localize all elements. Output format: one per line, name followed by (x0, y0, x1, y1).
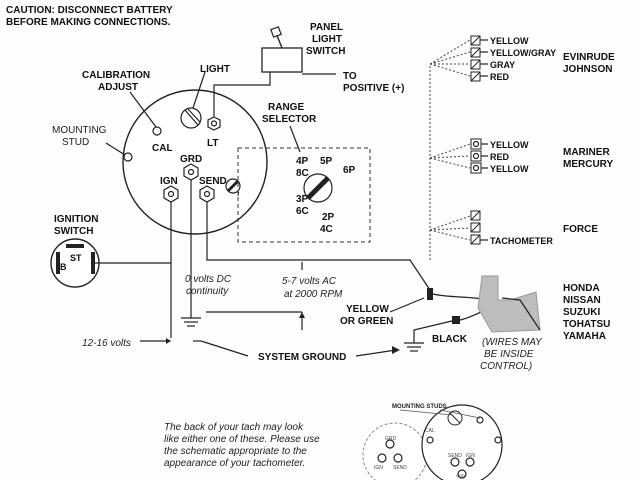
black-connector-icon (452, 316, 460, 324)
yellow-green-connector-icon (427, 288, 433, 300)
ignition-switch-label-2: SWITCH (54, 226, 93, 237)
ignition-st-label: ST (70, 253, 82, 263)
ign-label: IGN (160, 176, 178, 187)
wire-label-yellow-1: YELLOW (490, 36, 529, 46)
black-label: BLACK (432, 334, 468, 345)
calibration-screw-icon (152, 126, 162, 136)
wire-label-yellow-3: YELLOW (490, 164, 529, 174)
lt-label: LT (207, 138, 218, 149)
panel-switch-label-2: LIGHT (312, 34, 342, 45)
thumb-right-send: SEND (448, 453, 462, 459)
range-2p: 2P (322, 212, 335, 223)
wire-label-gray: GRAY (490, 60, 515, 70)
range-4p: 4P (296, 156, 309, 167)
range-6p: 6P (343, 165, 356, 176)
mariner-connectors (470, 138, 488, 174)
panel-light-switch-icon (261, 47, 303, 73)
tach-back-thumbnails (362, 404, 503, 480)
wire-label-yellow-2: YELLOW (490, 140, 529, 150)
wires-inside-label-2: BE INSIDE (484, 349, 534, 360)
range-6c: 6C (296, 206, 309, 217)
wire-label-red-1: RED (490, 72, 510, 82)
footer-note-3: the schematic appropriate to the (164, 446, 307, 457)
range-5p: 5P (320, 156, 333, 167)
range-8c: 8C (296, 168, 309, 179)
thumb-cal: CAL (425, 428, 435, 434)
footer-note-4: appearance of your tachometer. (164, 458, 305, 469)
light-label: LIGHT (200, 64, 230, 75)
footer-note-2: like either one of these. Please use (164, 434, 320, 445)
remote-control-box-icon (477, 275, 541, 333)
ac-volts-label-2: at 2000 RPM (284, 289, 343, 300)
brand-force: FORCE (563, 224, 598, 235)
brand-evinrude: EVINRUDE (563, 52, 615, 63)
wire-label-tachometer: TACHOMETER (490, 236, 553, 246)
ac-volts-label-1: 5-7 volts AC (282, 276, 337, 287)
brand-suzuki: SUZUKI (563, 307, 600, 318)
mounting-stud-label-2: STUD (62, 137, 89, 148)
cal-label: CAL (152, 143, 173, 154)
wire-label-red-2: RED (490, 152, 510, 162)
to-positive-label-2: POSITIVE (+) (343, 83, 404, 94)
caution-line-1: CAUTION: DISCONNECT BATTERY (6, 5, 173, 16)
range-selector-label-2: SELECTOR (262, 114, 317, 125)
thumb-mounting-studs-label: MOUNTING STUDS (392, 404, 447, 410)
brand-tohatsu: TOHATSU (563, 319, 610, 330)
force-connectors (470, 210, 488, 245)
yellow-green-label-1: YELLOW (346, 304, 389, 315)
calibration-label-2: ADJUST (98, 82, 138, 93)
to-positive-label-1: TO (343, 71, 357, 82)
tachometer-back (122, 89, 268, 235)
zero-volts-label-2: continuity (186, 286, 229, 297)
mounting-stud-label-1: MOUNTING (52, 125, 107, 136)
brand-johnson: JOHNSON (563, 64, 612, 75)
brand-yamaha: YAMAHA (563, 331, 606, 342)
range-selector-detail (237, 147, 371, 243)
panel-switch-label-3: SWITCH (306, 46, 345, 57)
footer-note-1: The back of your tach may look (164, 422, 304, 433)
mounting-stud-icon (123, 152, 133, 162)
range-4c: 4C (320, 224, 333, 235)
zero-volts-label-1: 0 volts DC (185, 274, 232, 285)
grd-label: GRD (180, 154, 202, 165)
range-3p: 3P (296, 194, 309, 205)
wires-inside-label-1: (WIRES MAY (482, 337, 543, 348)
calibration-label-1: CALIBRATION (82, 70, 150, 81)
caution-line-2: BEFORE MAKING CONNECTIONS. (6, 17, 171, 28)
range-selector-label-1: RANGE (268, 102, 304, 113)
evinrude-connectors (470, 35, 488, 82)
wires-inside-label-3: CONTROL) (480, 361, 532, 372)
thumb-left-grd: GRD (385, 436, 397, 442)
brand-honda: HONDA (563, 283, 600, 294)
ignition-switch-label-1: IGNITION (54, 214, 98, 225)
brand-nissan: NISSAN (563, 295, 601, 306)
ignition-b-label: B (60, 262, 67, 272)
brand-mariner: MARINER (563, 147, 610, 158)
thumb-right-grd: GRD (456, 473, 465, 478)
thumb-left-send: SEND (393, 465, 407, 471)
thumb-right-ign: IGN (466, 453, 475, 459)
system-ground-label: SYSTEM GROUND (258, 352, 346, 363)
yellow-green-label-2: OR GREEN (340, 316, 393, 327)
panel-switch-label-1: PANEL (310, 22, 343, 33)
thumb-left-ign: IGN (374, 465, 383, 471)
brand-mercury: MERCURY (563, 159, 614, 170)
dc-volts-label: 12-16 volts (82, 338, 131, 349)
send-label: SEND (199, 176, 227, 187)
wire-label-yellow-gray: YELLOW/GRAY (490, 48, 556, 58)
